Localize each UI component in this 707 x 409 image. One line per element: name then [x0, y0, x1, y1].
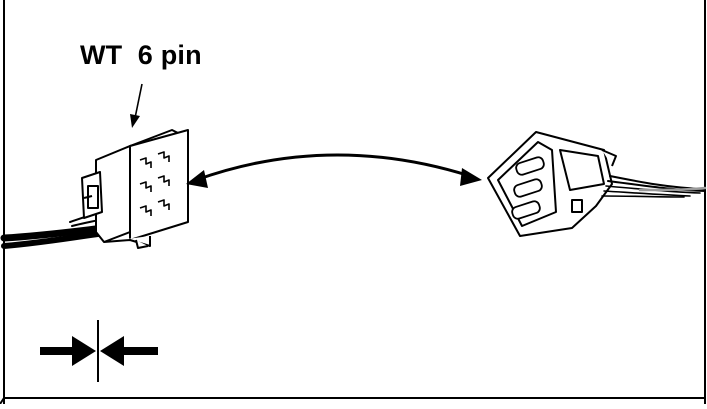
- right-terminals: [511, 156, 545, 220]
- label-pointer-arrow: [130, 83, 143, 128]
- mating-arrow: [186, 153, 482, 188]
- connector-label: WT 6 pin: [80, 40, 202, 70]
- connect-icon: [40, 320, 158, 382]
- left-connector-6pin: [81, 129, 189, 249]
- pin-cavities: [139, 151, 170, 216]
- right-wire-bundle: [601, 175, 707, 198]
- right-connector: [487, 131, 617, 237]
